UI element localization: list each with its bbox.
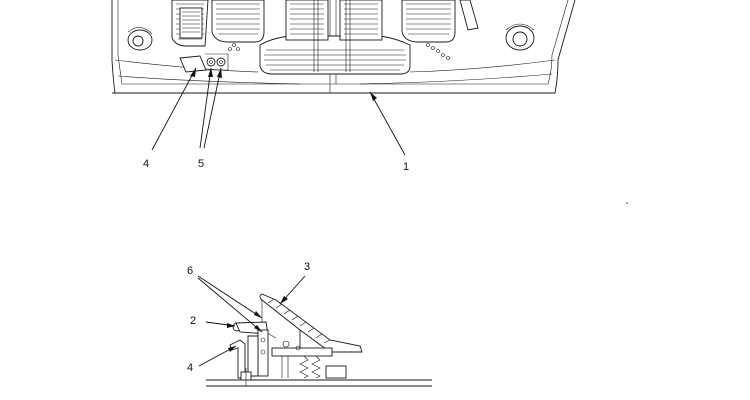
callout-label-6: 6 bbox=[187, 265, 194, 277]
top-view-center-pedal bbox=[259, 0, 411, 75]
stray-dot bbox=[626, 202, 628, 204]
top-view-mount-hole-left bbox=[127, 27, 153, 51]
callout-label-2: 2 bbox=[190, 315, 197, 327]
top-view-brake-pedal-left bbox=[211, 0, 265, 51]
top-view-mount-hole-right bbox=[505, 23, 535, 51]
side-view-pedal bbox=[259, 293, 363, 353]
callout-label-3: 3 bbox=[304, 261, 311, 273]
top-view-left-pedal bbox=[171, 0, 209, 47]
side-view-base-plate bbox=[206, 379, 432, 387]
callout-label-1: 1 bbox=[403, 161, 410, 173]
callout-label-5: 5 bbox=[198, 158, 205, 170]
side-view-bracket bbox=[229, 339, 252, 386]
leader-lines-top bbox=[151, 67, 406, 156]
top-view-brake-pedal-right bbox=[401, 0, 479, 60]
side-view-lever bbox=[232, 321, 269, 377]
top-view-bolt-bracket bbox=[179, 53, 229, 73]
callout-label-4-top: 4 bbox=[143, 158, 150, 170]
callout-label-4-side: 4 bbox=[187, 362, 194, 374]
side-view-spring-assembly bbox=[271, 340, 347, 379]
leader-lines-side bbox=[197, 275, 306, 367]
